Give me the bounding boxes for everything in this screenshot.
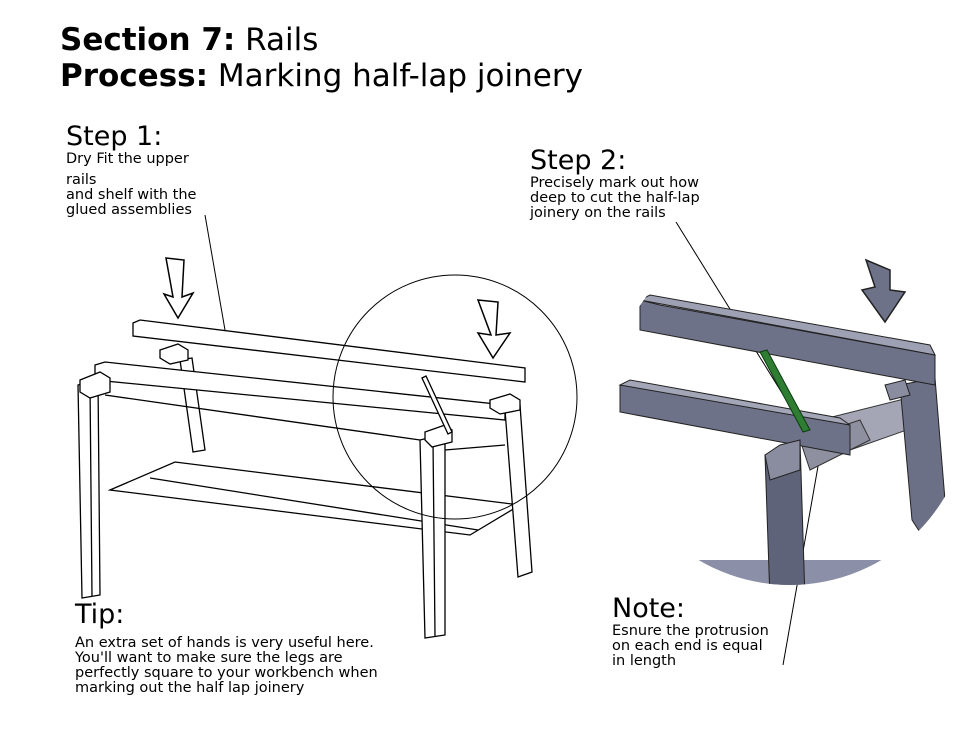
joint-detail-view bbox=[610, 294, 970, 585]
step1-line: Dry Fit the upper bbox=[66, 151, 189, 167]
detail-back-leg bbox=[899, 377, 946, 542]
detail-front-rail bbox=[619, 384, 851, 456]
step2-line: Precisely mark out how bbox=[530, 175, 700, 191]
step1-block: Step 1: Dry Fit the upper rails and shel… bbox=[66, 122, 196, 218]
bench-overview bbox=[77, 319, 533, 639]
process-label: Process: bbox=[60, 58, 209, 94]
tip-line: perfectly square to your workbench when bbox=[75, 665, 378, 681]
section-value: Rails bbox=[245, 22, 319, 58]
tip-line: marking out the half lap joinery bbox=[75, 680, 305, 696]
back-rail bbox=[132, 319, 526, 383]
down-arrow-right bbox=[476, 299, 512, 360]
detail-back-rail-top bbox=[638, 294, 936, 356]
down-arrow-detail bbox=[860, 258, 907, 324]
leg-top bbox=[489, 393, 521, 415]
down-arrow-left bbox=[162, 257, 195, 320]
detail-front-leg-top bbox=[764, 439, 801, 481]
process-title: Process: Marking half-lap joinery bbox=[60, 58, 583, 94]
step1-heading: Step 1: bbox=[66, 121, 163, 152]
detail-circle bbox=[332, 274, 578, 520]
front-mid-leg bbox=[419, 433, 446, 639]
step1-leader-line bbox=[204, 214, 226, 331]
step2-heading: Step 2: bbox=[530, 145, 627, 176]
step2-line: joinery on the rails bbox=[530, 205, 666, 221]
front-left-leg-edge bbox=[89, 384, 93, 597]
section-label: Section 7: bbox=[60, 22, 236, 58]
step1-line: rails bbox=[66, 172, 97, 188]
detail-back-leg-top bbox=[884, 379, 911, 401]
tip-heading: Tip: bbox=[75, 599, 125, 630]
marking-pencil bbox=[421, 375, 453, 435]
note-block: Note: Esnure the protrusion on each end … bbox=[612, 594, 769, 669]
detail-back-rail bbox=[639, 299, 936, 386]
process-value: Marking half-lap joinery bbox=[217, 58, 583, 94]
leg-top bbox=[159, 343, 189, 365]
front-mid-leg-edge bbox=[432, 439, 436, 637]
step2-line: deep to cut the half-lap bbox=[530, 190, 700, 206]
step1-line: glued assemblies bbox=[66, 202, 192, 218]
note-line: on each end is equal bbox=[612, 638, 763, 654]
tip-block: Tip: An extra set of hands is very usefu… bbox=[75, 600, 378, 696]
back-right-leg bbox=[504, 404, 533, 578]
tip-line: You'll want to make sure the legs are bbox=[75, 650, 343, 666]
tip-line: An extra set of hands is very useful her… bbox=[75, 635, 374, 651]
rail-underside bbox=[444, 444, 506, 451]
detail-front-rail-top bbox=[618, 379, 851, 426]
rail-underside bbox=[104, 394, 421, 441]
step2-block: Step 2: Precisely mark out how deep to c… bbox=[530, 146, 700, 221]
note-line: Esnure the protrusion bbox=[612, 623, 769, 639]
step1-line: and shelf with the bbox=[66, 187, 197, 203]
leg-top bbox=[79, 371, 111, 399]
front-left-leg bbox=[77, 379, 101, 599]
shelf bbox=[107, 461, 522, 536]
note-heading: Note: bbox=[612, 593, 686, 624]
note-line: in length bbox=[612, 653, 677, 669]
pencil-icon bbox=[759, 349, 811, 433]
section-title: Section 7: Rails bbox=[60, 22, 318, 58]
